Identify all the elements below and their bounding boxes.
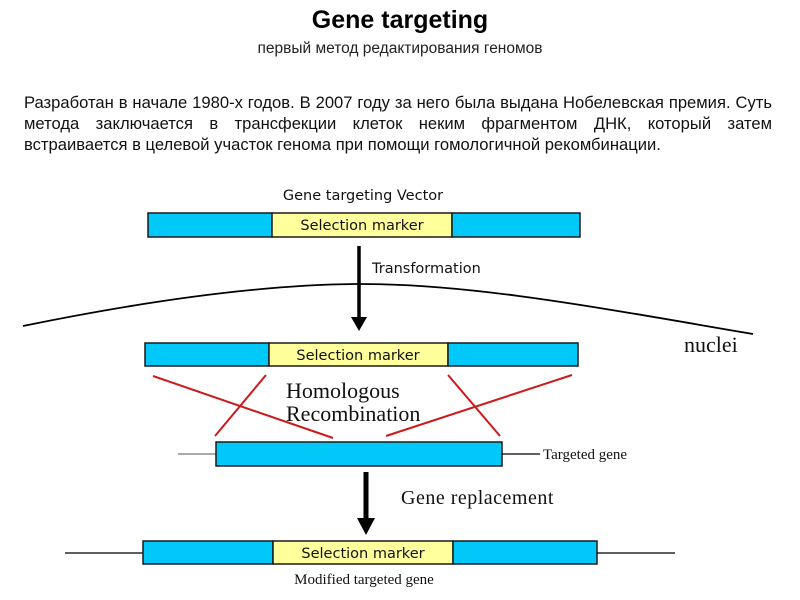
- crossover-lines: [152, 374, 573, 439]
- crossover-line: [214, 374, 267, 437]
- nuclear-vector-marker-label: Selection marker: [296, 348, 419, 364]
- targeted-gene-label: Targeted gene: [543, 447, 627, 463]
- nuclear-vector-construct: Selection marker: [144, 342, 579, 367]
- vector-right-arm: [451, 212, 581, 238]
- nuclei-label: nuclei: [684, 332, 738, 357]
- vector-marker-label: Selection marker: [300, 218, 423, 234]
- vector-label: Gene targeting Vector: [283, 188, 443, 204]
- vector-selection-marker: [271, 212, 453, 238]
- targeted-gene-body: [215, 441, 503, 467]
- gene-replacement-label: Gene replacement: [401, 487, 554, 509]
- modified-gene-marker-label: Selection marker: [301, 546, 424, 562]
- recombination-label-line1: Homologous: [286, 378, 400, 403]
- page-title: Gene targeting: [311, 6, 489, 34]
- modified-gene-left-arm: [142, 540, 274, 565]
- targeted-gene: [178, 441, 540, 467]
- page-subtitle: первый метод редактирования геномов: [257, 40, 543, 57]
- modified-targeted-gene: Selection marker: [65, 540, 675, 565]
- vector-left-arm: [147, 212, 273, 238]
- description-paragraph: Разработан в начале 1980-х годов. В 2007…: [24, 93, 772, 154]
- recombination-label-line2: Recombination: [286, 401, 420, 426]
- transformation-label: Transformation: [371, 261, 481, 277]
- crossover-line: [447, 374, 501, 437]
- modified-gene-label: Modified targeted gene: [294, 572, 434, 588]
- crossover-line: [152, 375, 334, 439]
- vector-construct: Selection marker: [147, 212, 581, 238]
- transformation-arrow-icon: [351, 246, 367, 331]
- nuclear-membrane-curve: [22, 283, 754, 335]
- modified-gene-right-arm: [452, 540, 598, 565]
- nuclear-vector-right-arm: [447, 342, 579, 367]
- gene-replacement-arrow-icon: [357, 472, 375, 535]
- nuclear-vector-left-arm: [144, 342, 270, 367]
- crossover-line: [385, 374, 573, 437]
